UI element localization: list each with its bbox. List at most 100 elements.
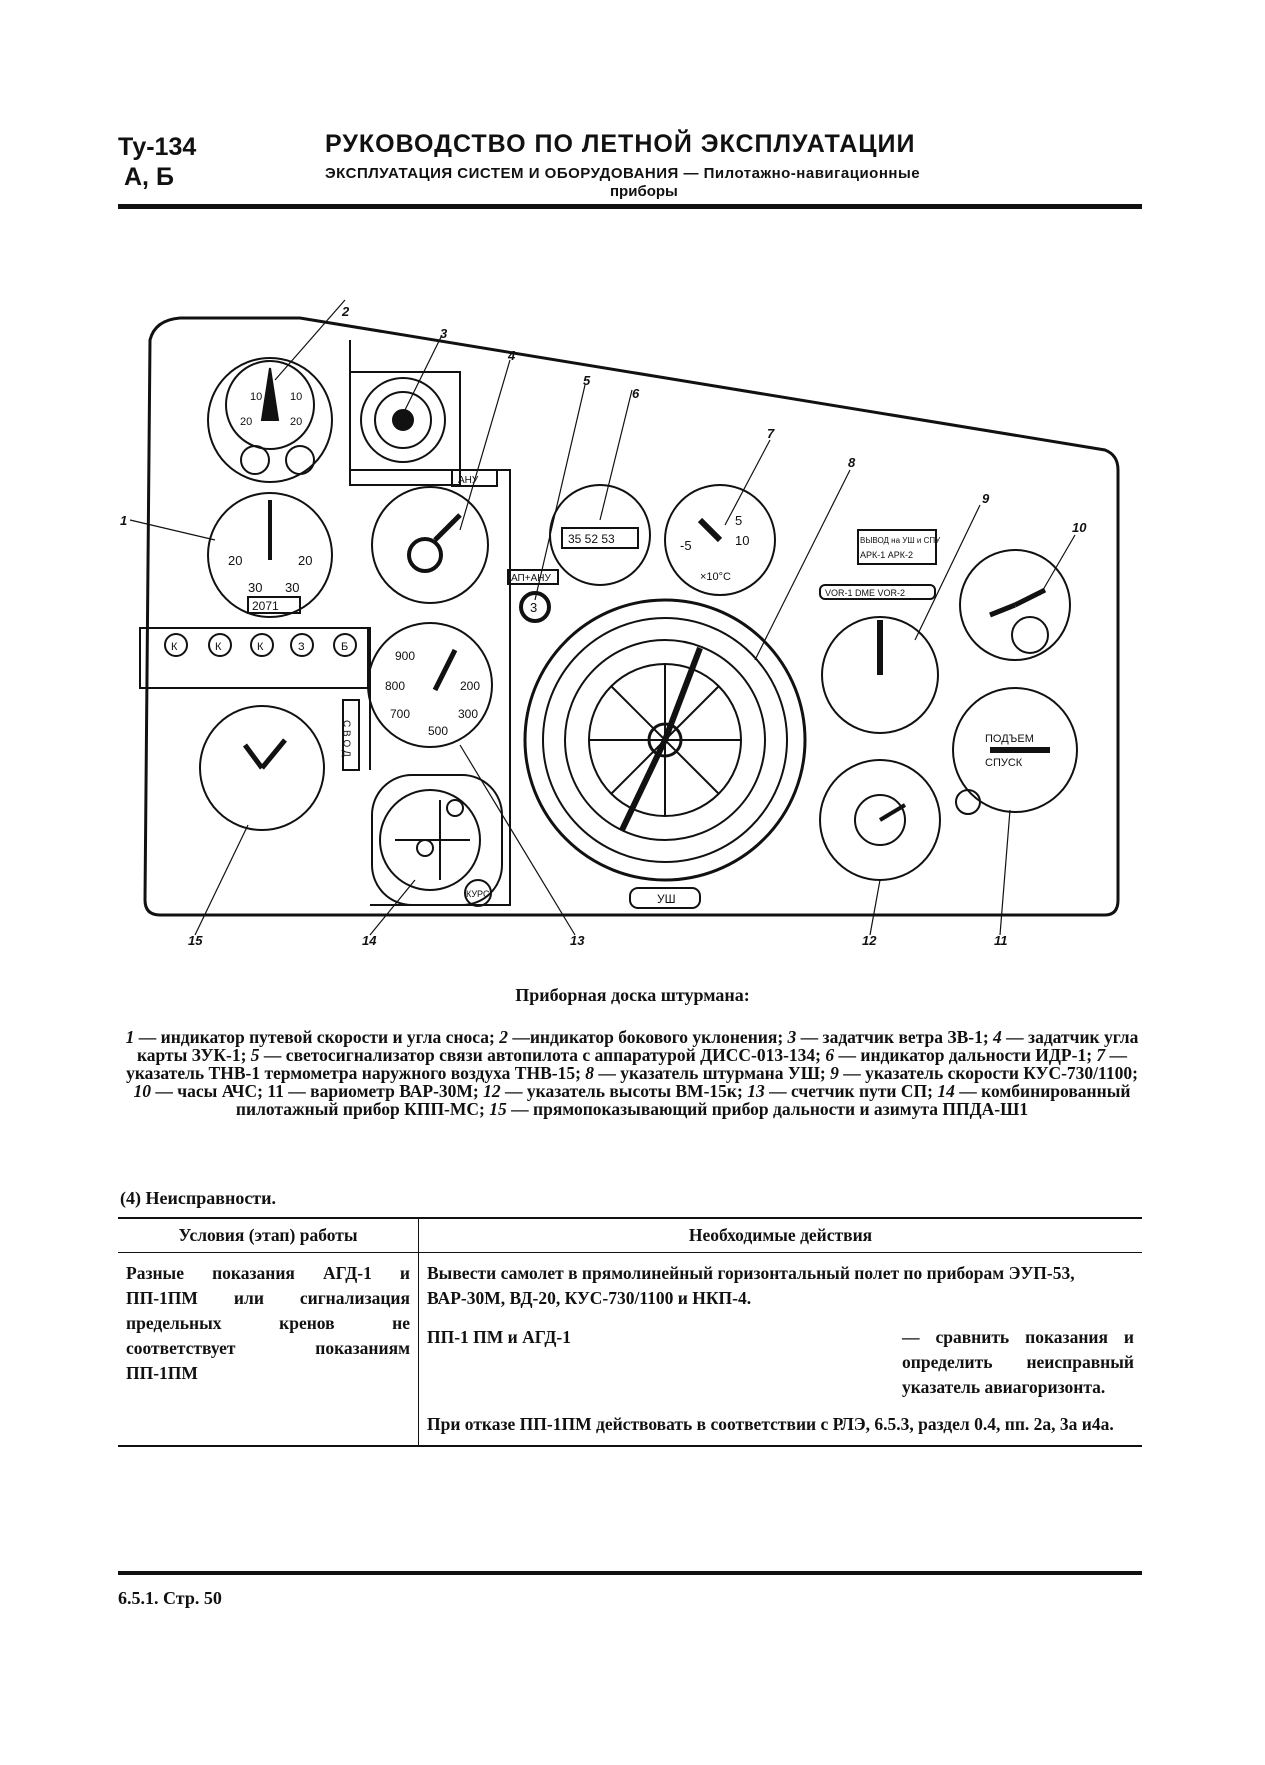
- instrument-7-thermometer: 5 10 -5 ×10°C: [664, 484, 776, 596]
- svg-text:-5: -5: [680, 538, 692, 553]
- caption-item-text: — индикатор путевой скорости и угла снос…: [134, 1027, 500, 1047]
- callout-14: 14: [362, 933, 377, 948]
- caption-item-text: — указатель высоты ВМ-15к;: [500, 1081, 748, 1101]
- anu-label: АНУ: [458, 475, 479, 486]
- aircraft-model-line2: А, Б: [124, 163, 174, 191]
- aircraft-model-line1: Ту-134: [118, 133, 197, 161]
- ap-label: АП+АНУ: [511, 573, 551, 584]
- callout-3: 3: [440, 326, 448, 341]
- svg-text:20: 20: [290, 416, 302, 428]
- svg-text:900: 900: [395, 649, 415, 663]
- caption-item-text: — светосигнализатор связи автопилота с а…: [259, 1045, 826, 1065]
- svg-text:500: 500: [428, 724, 448, 738]
- instrument-4-gauge: АНУ: [371, 469, 498, 604]
- section-subtitle-2: приборы: [610, 183, 678, 200]
- instrument-3-gauge: [349, 371, 461, 471]
- svg-text:К: К: [257, 641, 264, 653]
- callout-8: 8: [848, 455, 856, 470]
- callout-7: 7: [767, 426, 775, 441]
- vor-label: VOR-1 DME VOR-2: [825, 588, 905, 598]
- thermo-unit: ×10°C: [700, 571, 731, 583]
- instrument-15-ppda: С В О Д: [199, 699, 360, 831]
- svg-text:10: 10: [735, 533, 749, 548]
- svg-text:К: К: [171, 641, 178, 653]
- callout-15: 15: [188, 933, 203, 948]
- svg-text:200: 200: [460, 679, 480, 693]
- ark-label: АРК-1 АРК-2: [860, 550, 913, 560]
- svg-text:800: 800: [385, 679, 405, 693]
- instrument-10-clock: [959, 549, 1071, 661]
- action-2-left: ПП-1 ПМ и АГД-1: [427, 1327, 571, 1347]
- caption-item-number: 9: [830, 1063, 839, 1083]
- callout-6: 6: [632, 386, 640, 401]
- callout-numbers: 1 2 3 4 5 6 7 8 9 10 11 12 13 14 15: [120, 304, 1087, 948]
- caption-item-text: — прямопоказывающий прибор дальности и а…: [506, 1099, 1029, 1119]
- svg-text:К: К: [215, 641, 222, 653]
- caption-item-number: 5: [250, 1045, 260, 1065]
- caption-item-number: 13: [747, 1081, 765, 1101]
- svg-text:20: 20: [240, 416, 252, 428]
- instrument-14-kpp: КУРС: [371, 774, 503, 907]
- caption-item-text: — задатчик ветра ЗВ-1;: [796, 1027, 994, 1047]
- callout-10: 10: [1072, 520, 1087, 535]
- button-circles: К К К З Б: [164, 633, 357, 657]
- ush-label: УШ: [657, 892, 676, 906]
- figure-caption-title: Приборная доска штурмана:: [515, 985, 750, 1005]
- svg-text:20: 20: [298, 553, 312, 568]
- column-header-actions: Необходимые действия: [418, 1217, 1142, 1253]
- svg-text:30: 30: [285, 580, 299, 595]
- aircraft-model: Ту-134 А, Б: [118, 132, 196, 192]
- svg-text:20: 20: [228, 553, 242, 568]
- instrument-8-ush: УШ: [523, 598, 807, 909]
- action-cell: Вывести самолет в прямолинейный горизонт…: [418, 1252, 1142, 1447]
- callout-13: 13: [570, 933, 585, 948]
- svg-text:10: 10: [290, 391, 302, 403]
- caption-item-number: 2: [499, 1027, 508, 1047]
- caption-item-number: 10: [133, 1081, 152, 1101]
- callout-11: 11: [994, 933, 1008, 948]
- action-3: При отказе ПП-1ПМ действовать в соответс…: [427, 1414, 1114, 1434]
- svg-text:30: 30: [248, 580, 262, 595]
- instrument-11-variometer: ПОДЪЕМ СПУСК: [952, 687, 1078, 815]
- callout-12: 12: [862, 933, 877, 948]
- caption-item-text: —индикатор бокового уклонения;: [507, 1027, 788, 1047]
- svg-text:300: 300: [458, 707, 478, 721]
- podem-label: ПОДЪЕМ: [985, 733, 1034, 745]
- faults-table: Условия (этап) работы Необходимые действ…: [118, 1217, 1142, 1447]
- counter-window: 35 52 53: [568, 532, 615, 546]
- column-header-conditions: Условия (этап) работы: [118, 1217, 419, 1253]
- callout-leaders: [129, 299, 1076, 936]
- kurs-label: КУРС: [466, 889, 490, 899]
- panel-outline: [143, 316, 1120, 917]
- caption-item-number: 7: [1096, 1045, 1106, 1065]
- svg-text:3: 3: [530, 600, 537, 615]
- callout-4: 4: [507, 348, 516, 363]
- caption-item-number: 15: [489, 1099, 507, 1119]
- idr-window: 2071: [252, 599, 279, 613]
- action-2-right: — сравнить показания и определить неиспр…: [902, 1327, 1134, 1397]
- svg-text:10: 10: [250, 391, 262, 403]
- vyvod-label: ВЫВОД на УШ и СПУ: [860, 536, 941, 545]
- spusk-label: СПУСК: [985, 757, 1023, 769]
- header-rule: [118, 204, 1142, 209]
- caption-item-text: — индикатор дальности ИДР-1;: [834, 1045, 1097, 1065]
- page-number: 6.5.1. Стр. 50: [118, 1588, 222, 1608]
- caption-item-number: 8: [585, 1063, 595, 1083]
- svod-label: С В О Д: [341, 720, 352, 757]
- caption-item-text: — счетчик пути СП;: [764, 1081, 938, 1101]
- svg-text:З: З: [298, 641, 305, 653]
- svg-text:5: 5: [735, 513, 742, 528]
- caption-item-text: — указатель ТНВ-1 термометра наружного в…: [126, 1045, 1128, 1083]
- svg-text:Б: Б: [341, 641, 348, 653]
- button-strip: [139, 627, 369, 689]
- caption-item-number: 14: [937, 1081, 955, 1101]
- caption-item-number: 12: [483, 1081, 501, 1101]
- caption-item-number: 4: [993, 1027, 1002, 1047]
- svg-text:700: 700: [390, 707, 410, 721]
- instrument-1-gauge: 20 20 30 30 2071: [207, 492, 333, 618]
- instrument-2-gauge: 10 10 20 20: [207, 357, 333, 483]
- caption-item-number: 1: [125, 1027, 135, 1047]
- instrument-9-airspeed: ВЫВОД на УШ и СПУ АРК-1 АРК-2 VOR-1 DME …: [819, 529, 941, 734]
- section-subtitle: ЭКСПЛУАТАЦИЯ СИСТЕМ И ОБОРУДОВАНИЯ — Пил…: [325, 165, 921, 182]
- figure-caption: 1 — индикатор путевой скорости и угла сн…: [122, 1028, 1142, 1118]
